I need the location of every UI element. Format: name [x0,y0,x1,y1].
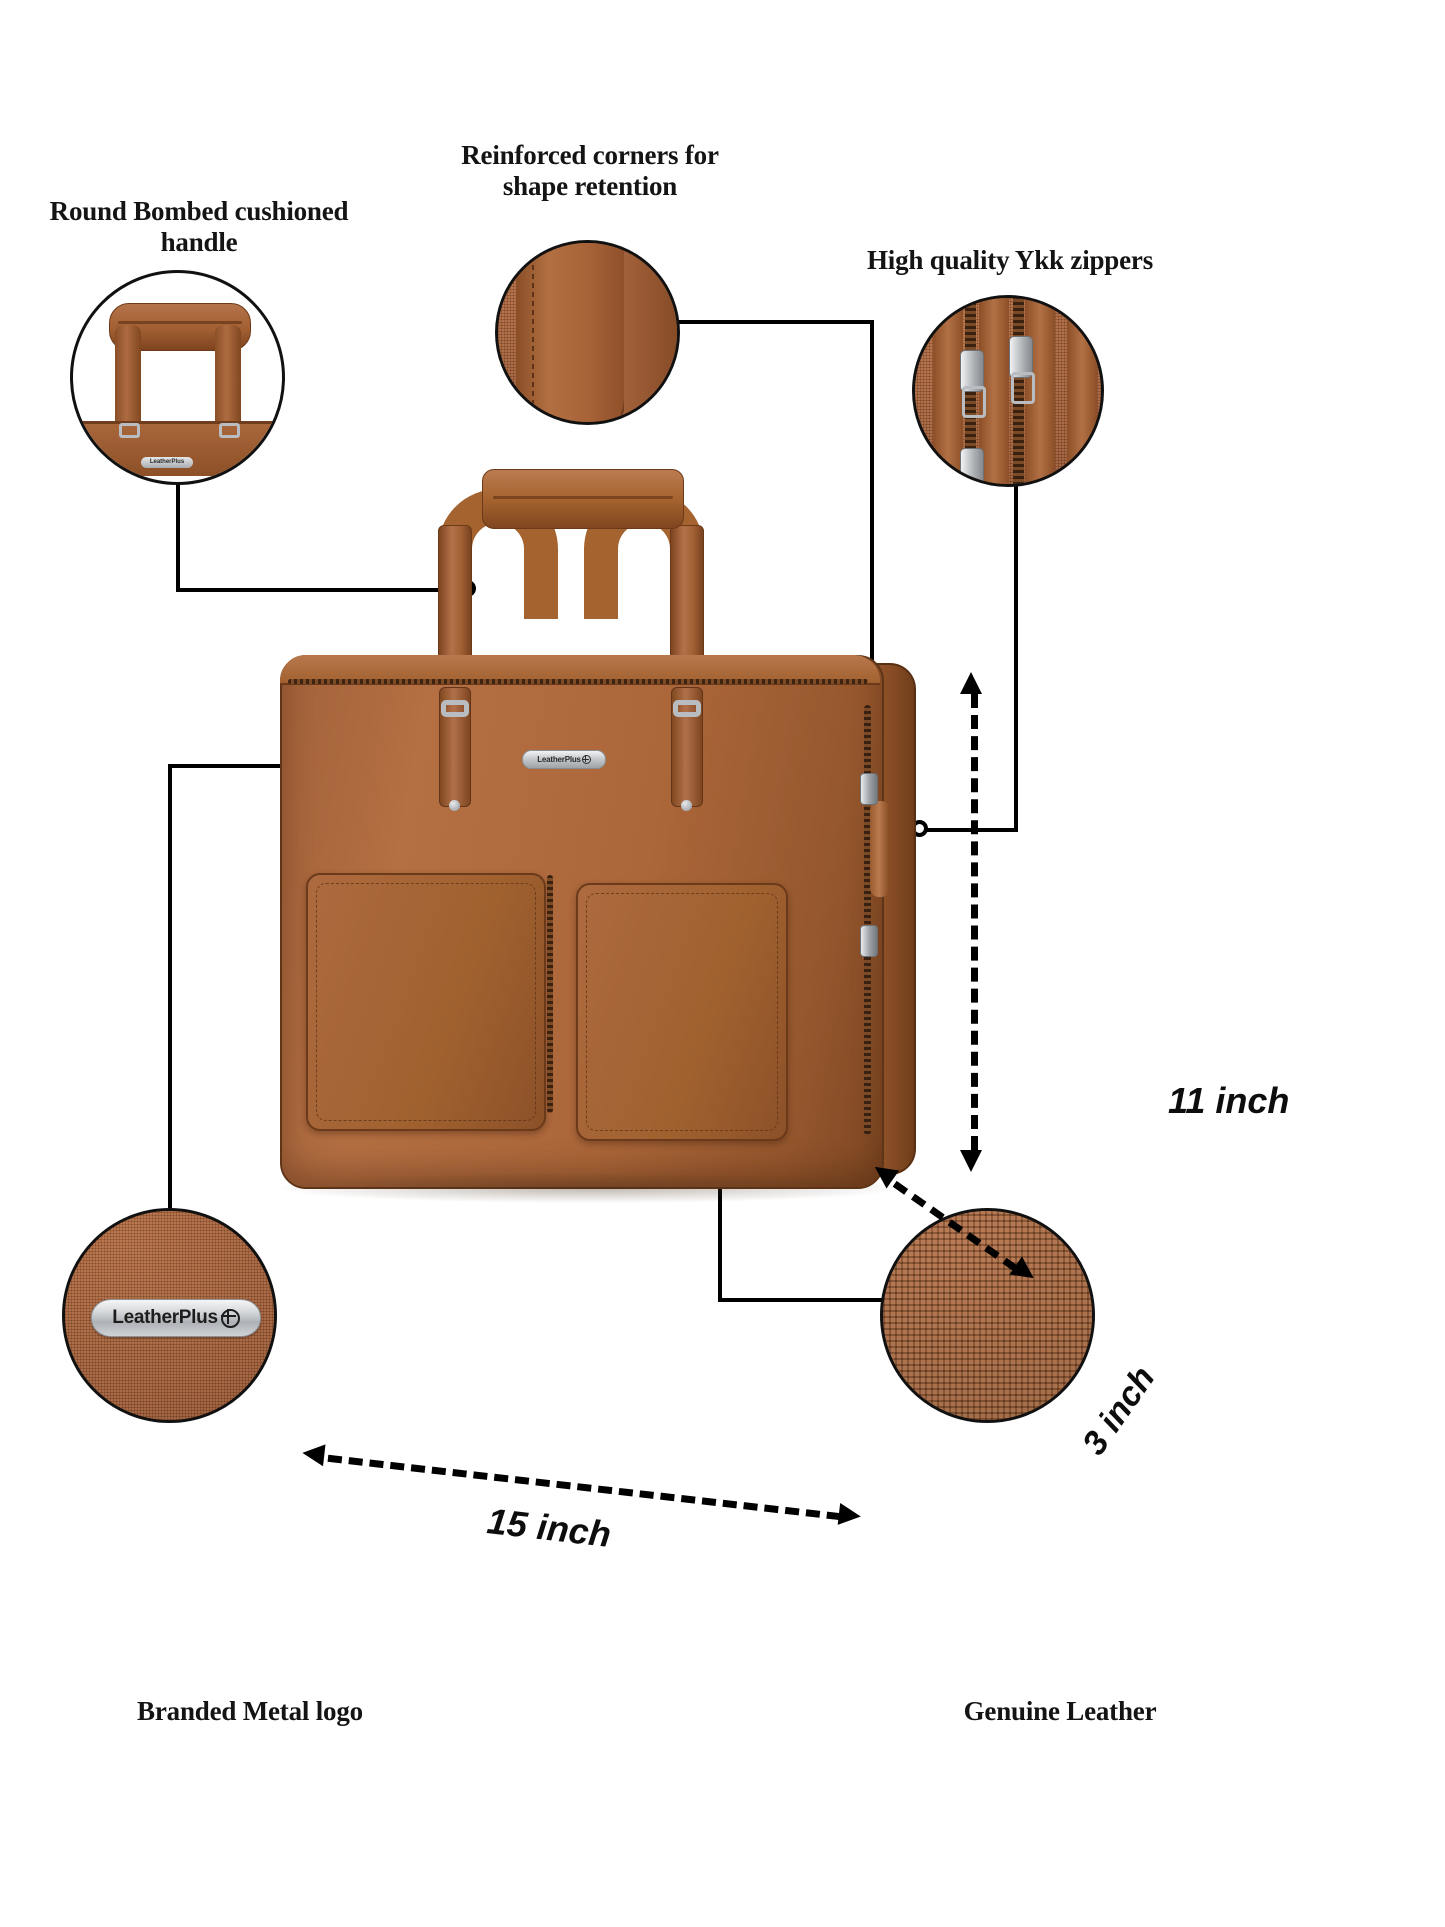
rivet-right [681,800,692,811]
callout-label-leather: Genuine Leather [963,1696,1157,1726]
rivet-left [449,800,460,811]
corner-closeup-icon [495,240,680,425]
d-ring-right [673,700,701,717]
closeup-metal-plate: LeatherPlus [91,1299,261,1337]
dimension-label-height: 11 inch [1168,1080,1290,1121]
leader-line-corner-horizontal [676,320,874,324]
pocket-seam-left [316,883,536,1121]
callout-label-handle: Round Bombed cushioned handle [49,196,349,258]
leader-line-leather-horizontal [718,1298,886,1302]
bag-plate-text: LeatherPlus [537,755,581,764]
side-zipper-slider-bottom [860,925,878,957]
side-zipper-pull-tab [870,801,890,897]
front-pocket-right [576,883,788,1141]
leader-line-corner-vertical [870,320,874,682]
crosshair-logo-icon [581,755,591,764]
callout-label-corners: Reinforced corners for shape retention [461,140,719,202]
handle-closeup-icon: LeatherPlus [70,270,285,485]
leader-line-zipper-horizontal [920,828,1018,832]
product-shadow [280,1173,900,1203]
front-pocket-left [306,873,546,1131]
dimension-arrow-height [960,672,1000,1172]
top-zipper-line [288,679,868,684]
pocket-zipper [547,875,553,1113]
pocket-seam-right [586,893,778,1131]
handle-closeup-plate: LeatherPlus [141,457,193,468]
leather-texture-closeup-icon [880,1208,1095,1423]
metal-plate-closeup-icon: LeatherPlus [62,1208,277,1423]
bag-metal-logo-plate: LeatherPlus [522,750,606,769]
side-zipper-slider-top [860,773,878,805]
closeup-plate-text: LeatherPlus [112,1307,218,1328]
callout-label-logo: Branded Metal logo [137,1696,363,1726]
leader-line-zipper-vertical [1014,485,1018,831]
crosshair-logo-icon [220,1308,240,1328]
product-briefcase: LeatherPlus [270,455,950,1215]
side-zipper [864,705,871,1135]
leader-line-handle-vertical [176,470,180,592]
leader-line-handle-horizontal [176,588,468,592]
leader-line-logo-vertical [168,764,172,1214]
d-ring-left [441,700,469,717]
zipper-closeup-icon [912,295,1104,487]
handle-grip-bar [482,469,684,529]
callout-label-zippers: High quality Ykk zippers [866,245,1154,275]
